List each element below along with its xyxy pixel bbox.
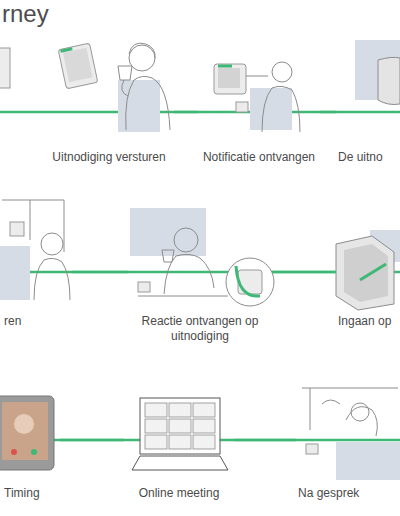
step-label: Na gesprek	[296, 486, 398, 501]
video-tile	[169, 403, 191, 417]
backdrop-panel	[250, 88, 292, 130]
scene-sketch	[302, 388, 398, 436]
device-sketch	[58, 43, 98, 89]
journey-step: Ingaan op	[336, 196, 398, 329]
step-label: Notificatie ontvangen	[198, 150, 320, 165]
video-tile	[169, 435, 191, 449]
person-arm	[122, 80, 128, 96]
device-sketch	[378, 57, 400, 104]
video-tile	[193, 435, 215, 449]
tablet-screen	[2, 402, 48, 460]
person-hair	[129, 43, 155, 58]
step-label: Online meeting	[124, 486, 234, 501]
call-photo	[14, 414, 34, 434]
device-body	[238, 270, 262, 294]
step-label: Timing	[2, 486, 60, 501]
device-accent	[360, 264, 386, 280]
backdrop-panel	[336, 442, 400, 480]
video-tile	[145, 419, 167, 433]
video-tile	[193, 403, 215, 417]
window-sketch	[2, 200, 64, 252]
journey-connector	[60, 439, 124, 442]
device-sketch	[138, 282, 150, 292]
person-head	[129, 45, 155, 71]
person-head	[351, 403, 369, 421]
device-screen	[63, 48, 93, 82]
laptop-base	[132, 456, 228, 470]
step-label: Uitnodiging versturen	[44, 150, 174, 165]
journey-step: Na gesprek	[296, 386, 398, 501]
table-line	[138, 296, 228, 297]
video-tile	[193, 419, 215, 433]
person-head	[41, 233, 63, 255]
laptop-screen	[140, 398, 220, 454]
step-label: Ingaan op	[336, 314, 398, 329]
device-sketch	[10, 222, 24, 236]
device-screen	[344, 244, 388, 302]
device-body	[214, 64, 246, 94]
sketch-line	[246, 76, 268, 77]
backdrop-panel	[118, 80, 160, 132]
page-title: rney	[2, 0, 49, 28]
call-button	[11, 449, 17, 455]
journey-step: ren	[2, 196, 72, 329]
device-body	[58, 43, 98, 89]
step-label: Reactie ontvangen op uitnodiging	[128, 314, 272, 344]
device-accent	[236, 266, 260, 296]
journey-step: Timing	[2, 386, 60, 501]
device-screen	[218, 68, 240, 88]
step-label: ren	[2, 314, 72, 329]
journey-step: Uitnodiging versturen	[44, 36, 174, 165]
backdrop-panel	[130, 208, 206, 256]
journey-step: Notificatie ontvangen	[198, 36, 320, 165]
device-sketch	[0, 48, 10, 88]
backdrop-panel	[0, 246, 30, 300]
journey-step: Reactie ontvangen op uitnodiging	[128, 196, 272, 344]
video-tile	[145, 403, 167, 417]
journey-line	[0, 111, 400, 114]
journey-connector	[174, 111, 198, 114]
person-head	[174, 228, 198, 252]
journey-connector	[72, 271, 128, 274]
journey-connector	[272, 271, 336, 274]
person-body	[262, 86, 300, 132]
device-accent	[61, 49, 73, 51]
device-zoom	[226, 258, 274, 306]
call-button	[31, 449, 37, 455]
person-head	[272, 62, 292, 82]
video-tile	[145, 435, 167, 449]
journey-step: De uitno	[336, 36, 398, 165]
device-sketch	[306, 444, 318, 454]
person-body	[164, 254, 214, 294]
video-tile	[169, 419, 191, 433]
cup-sketch	[118, 66, 132, 80]
journey-connector	[320, 111, 336, 114]
person-body	[126, 76, 170, 130]
cup-sketch	[162, 250, 174, 262]
video-grid	[145, 403, 215, 449]
journey-connector	[234, 439, 296, 442]
device-sketch	[336, 236, 394, 310]
step-label: De uitno	[336, 150, 398, 165]
person-body	[34, 258, 70, 300]
phone-sketch	[236, 102, 248, 112]
tablet-body	[0, 396, 54, 470]
journey-step: Online meeting	[124, 386, 234, 501]
device-accent	[218, 65, 232, 68]
